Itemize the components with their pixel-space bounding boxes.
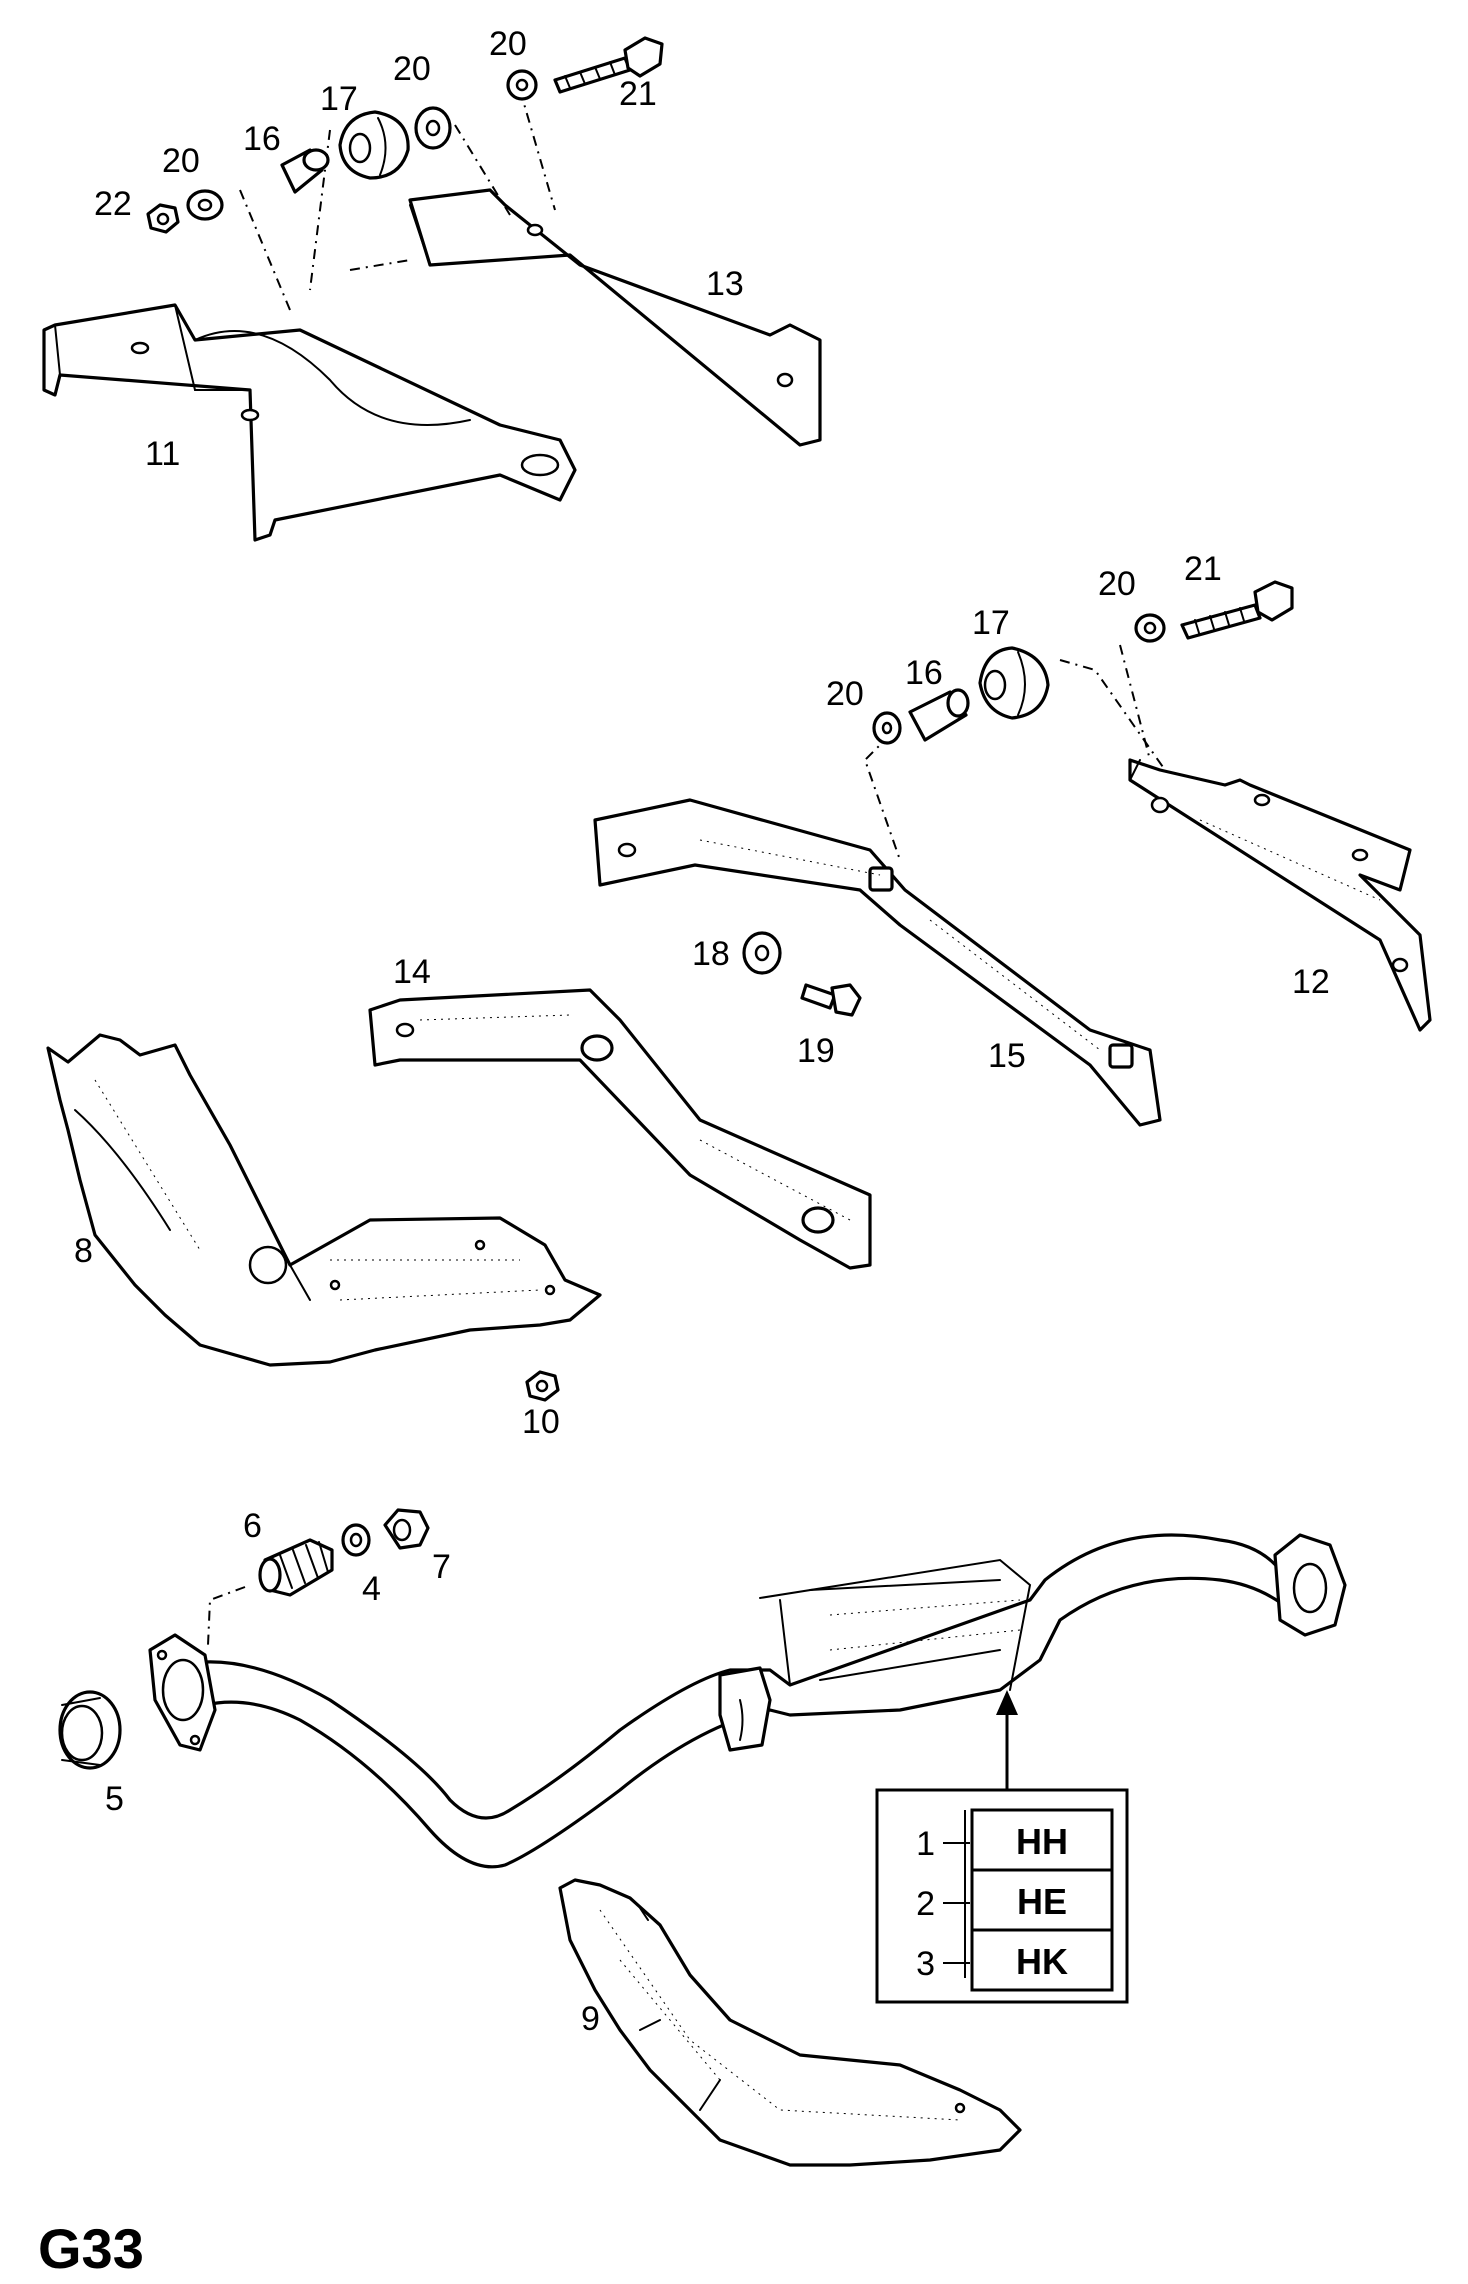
variant-number-3: 3 [916,1945,935,1983]
callout-17: 17 [972,604,1010,642]
washer-4 [341,1523,371,1557]
washer-20-e [1134,613,1166,643]
bolt-19 [800,983,862,1017]
nut-7 [383,1508,430,1550]
bush-17-b [978,646,1050,720]
callout-20: 20 [826,675,864,713]
callout-19: 19 [797,1032,835,1070]
washer-20-a [186,189,224,221]
heat-shield-9 [558,1878,1022,2167]
callout-5: 5 [105,1780,124,1818]
callout-11: 11 [145,435,180,473]
nut-22 [146,203,180,234]
bracket-15 [593,798,1162,1127]
variant-number-2: 2 [916,1885,935,1923]
guide-line-top-left [239,189,291,311]
bracket-13 [408,188,822,447]
variant-row-3: 3 HK [916,1928,1114,1992]
callout-7: 7 [432,1548,451,1586]
callout-10: 10 [522,1403,560,1441]
bush-17-a [338,110,410,180]
callout-13: 13 [706,265,744,303]
sleeve-16-a [280,148,330,194]
callout-20: 20 [162,142,200,180]
callout-20: 20 [393,50,431,88]
bracket-11 [42,303,577,542]
manifold-flange [148,1633,217,1752]
guide-line-mid-bolt [1119,644,1151,761]
callout-9: 9 [581,2000,600,2038]
seal-ring-5 [58,1690,122,1770]
washer-20-d [872,711,902,745]
callout-14: 14 [393,953,431,991]
variant-code-he: HE [1017,1881,1067,1922]
spring-6 [258,1538,334,1597]
variant-code-hk: HK [1016,1941,1068,1982]
washer-20-b [414,106,452,150]
callout-16: 16 [243,120,281,158]
callout-17: 17 [320,80,358,118]
bracket-12 [1128,758,1432,1032]
bracket-14 [368,988,872,1270]
heat-shield-8 [46,1033,602,1367]
guide-line-bracket-13-left [349,259,411,271]
outlet-flange [1273,1533,1347,1637]
callout-18: 18 [692,935,730,973]
callout-4: 4 [362,1570,381,1608]
catalyst-arrow [996,1690,1018,1790]
callout-12: 12 [1292,963,1330,1001]
nut-10 [525,1370,560,1402]
variant-code-hh: HH [1016,1821,1068,1862]
bolt-21-a [553,36,664,94]
bolt-21-b [1180,580,1294,640]
callout-20: 20 [1098,565,1136,603]
callout-20: 20 [489,25,527,63]
guide-line-top-right [454,124,511,216]
variant-row-1: 1 HH [916,1808,1114,1872]
callout-16: 16 [905,654,943,692]
guide-line-mid-left [863,734,901,861]
callout-8: 8 [74,1232,93,1270]
callout-21: 21 [1184,550,1222,588]
callout-15: 15 [988,1037,1026,1075]
guide-line-top-bolt [519,89,556,211]
page-code: G33 [38,2217,144,2280]
guide-line-bottom-flange [207,1586,246,1646]
callout-6: 6 [243,1507,262,1545]
washer-20-c [506,69,538,101]
washer-18 [742,931,782,975]
variant-number-1: 1 [916,1825,935,1863]
sleeve-16-b [908,688,970,742]
callout-22: 22 [94,185,132,223]
callout-21: 21 [619,75,657,113]
